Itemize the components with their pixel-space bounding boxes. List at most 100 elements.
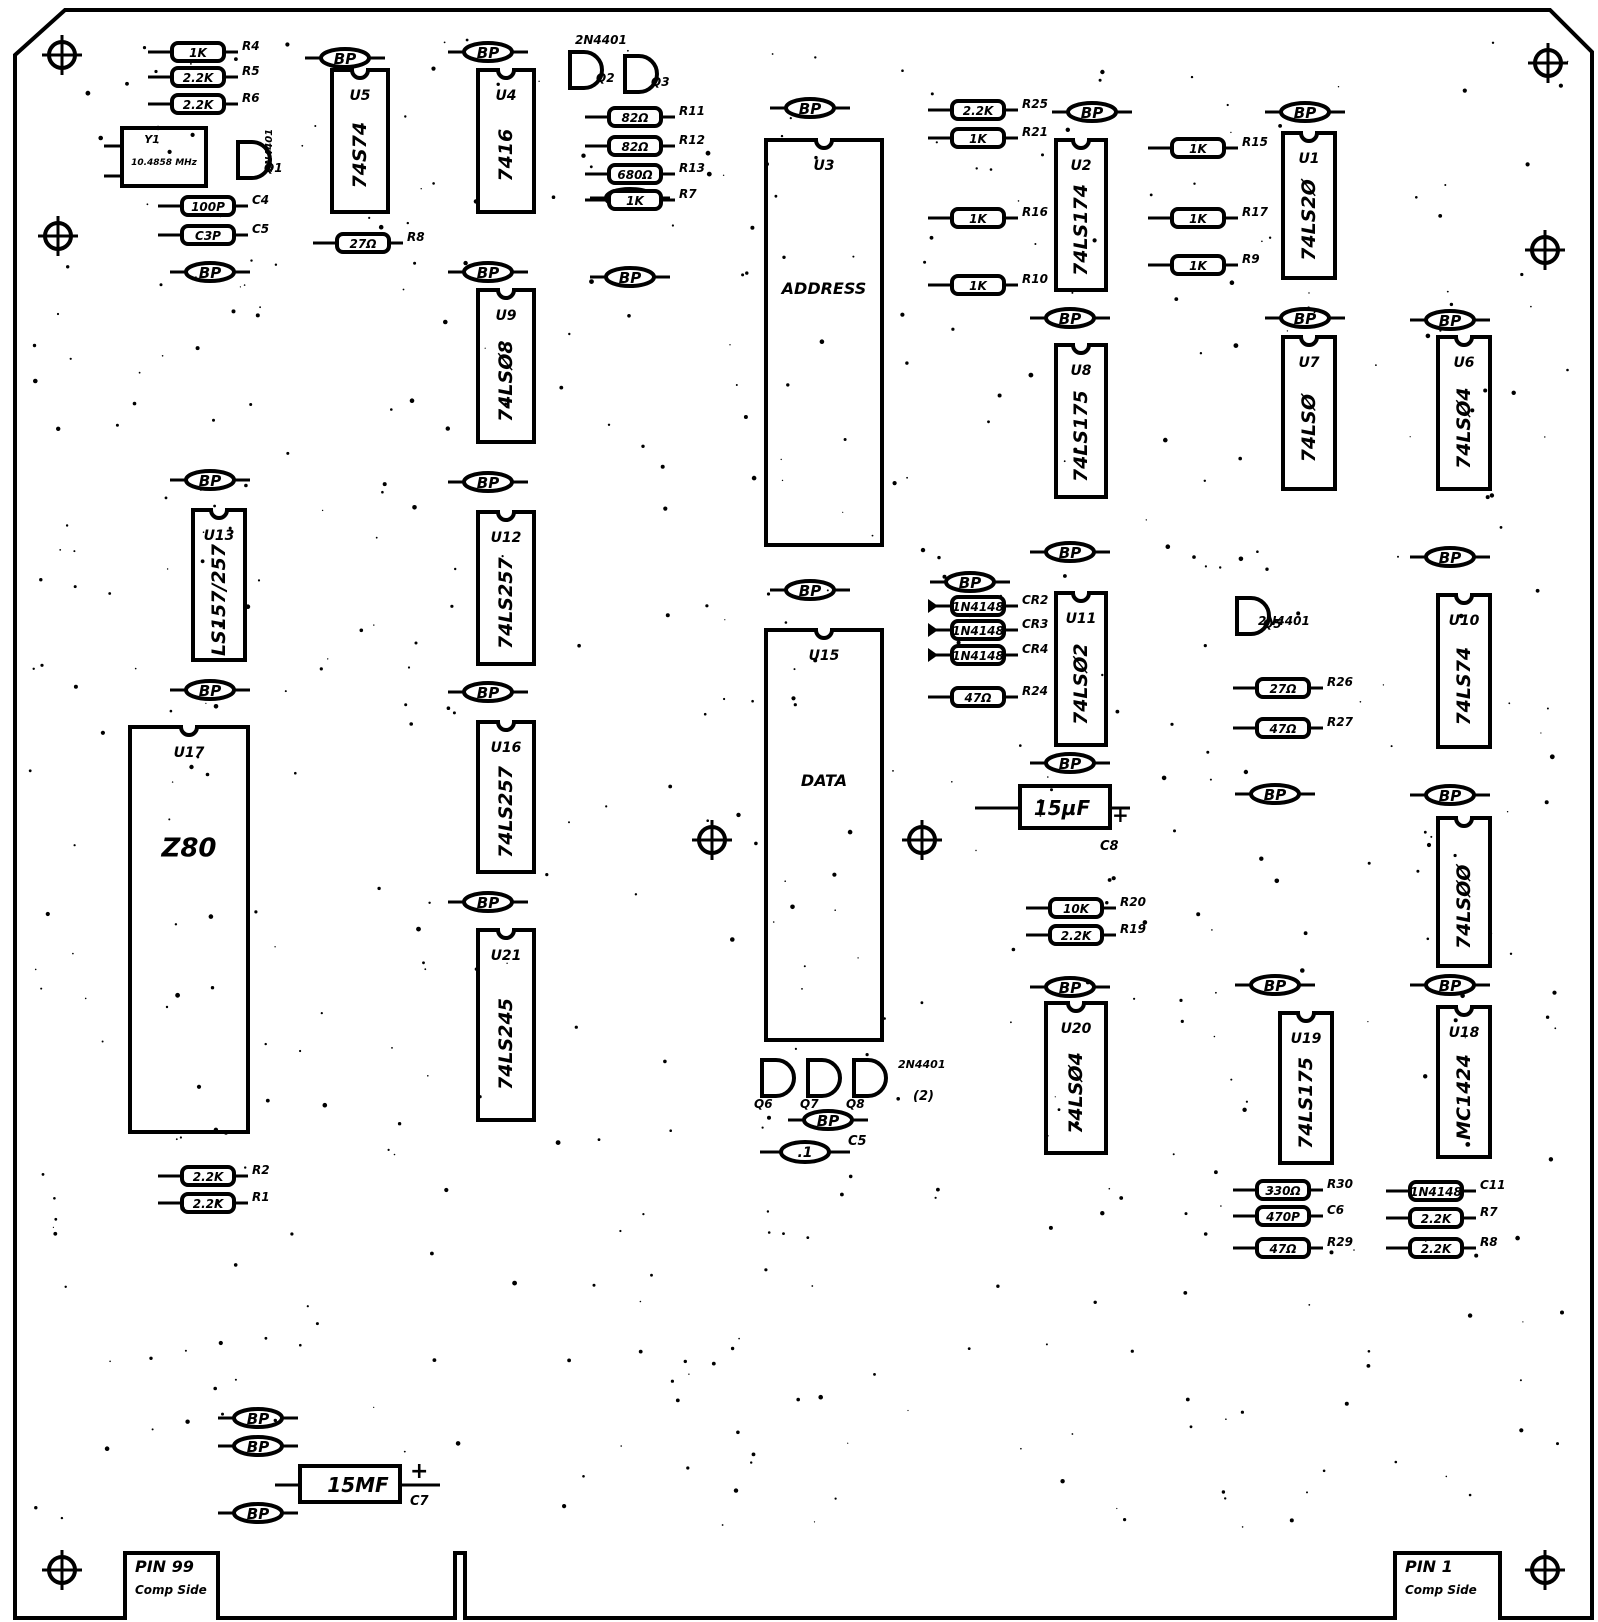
transistor-ref: Q5 bbox=[1263, 617, 1282, 631]
chip-ref-label: U5 bbox=[349, 88, 370, 104]
resistor-value: 470P bbox=[1265, 1210, 1300, 1224]
resistor-ref: C6 bbox=[1327, 1203, 1344, 1217]
resistor-ref: R16 bbox=[1022, 205, 1048, 219]
resistor-value: 1N4148 bbox=[952, 624, 1004, 638]
bypass-label: BP bbox=[959, 574, 981, 592]
resistor-value: 1K bbox=[189, 46, 208, 60]
chip-U10-outline bbox=[1436, 593, 1492, 749]
chip-U4-outline bbox=[476, 68, 536, 214]
resistor-ref: R9 bbox=[1242, 252, 1260, 266]
bypass-capacitor: BP bbox=[1265, 101, 1345, 123]
transistor-Q5 bbox=[1235, 596, 1271, 636]
resistor-ref: R19 bbox=[1120, 922, 1146, 936]
chip-u-outline bbox=[1436, 816, 1492, 968]
transistor-ref: Q1 bbox=[264, 161, 283, 175]
resistor-ref: R4 bbox=[242, 39, 260, 53]
bypass-label: BP bbox=[619, 269, 641, 287]
resistor-value: 82Ω bbox=[622, 111, 649, 125]
resistor-value: 47Ω bbox=[1269, 1242, 1297, 1256]
resistor-value: C3P bbox=[195, 229, 221, 243]
chip-part-label: 74LSØ bbox=[1298, 392, 1320, 462]
resistor-value: 1K bbox=[969, 212, 988, 226]
bypass-capacitor: BP bbox=[1235, 783, 1315, 805]
chip-U17-outline bbox=[128, 725, 250, 1134]
resistor-value: 2.2K bbox=[193, 1197, 225, 1211]
chip-part-label: 74LSØ4 bbox=[1065, 1052, 1087, 1134]
resistor-CR3: 1N4148 CR3 bbox=[928, 617, 1048, 641]
resistor-ref: R12 bbox=[679, 133, 705, 147]
resistor-value: 2.2K bbox=[1061, 929, 1093, 943]
resistor-value: 1K bbox=[1189, 212, 1208, 226]
bypass-label: BP bbox=[477, 684, 499, 702]
resistor-ref: CR4 bbox=[1022, 642, 1048, 656]
chip-U7-outline bbox=[1281, 335, 1337, 491]
capacitor-ref: C7 bbox=[410, 1494, 430, 1509]
bypass-capacitor: BP bbox=[1265, 307, 1345, 329]
mounting-hole bbox=[902, 820, 942, 860]
chip-part-label: 74LS175 bbox=[1295, 1057, 1317, 1149]
diode-symbol bbox=[928, 623, 938, 637]
chip-ref-label: U2 bbox=[1070, 158, 1091, 174]
chip-ref-label: U17 bbox=[174, 745, 205, 761]
diode-symbol bbox=[928, 599, 938, 613]
resistor-ref: CR3 bbox=[1022, 617, 1048, 631]
bypass-label: BP bbox=[477, 474, 499, 492]
bypass-capacitor: BP bbox=[1410, 974, 1490, 996]
bypass-capacitor: BP bbox=[170, 261, 250, 283]
chip-U5-outline bbox=[330, 68, 390, 214]
resistor-ref: C5 bbox=[252, 222, 269, 236]
mounting-hole bbox=[42, 35, 82, 75]
chip-part-label: ADDRESS bbox=[780, 279, 867, 298]
bypass-label: BP bbox=[1059, 755, 1081, 773]
resistor-value: 27Ω bbox=[1270, 682, 1297, 696]
mounting-hole bbox=[1525, 230, 1565, 270]
bypass-label: BP bbox=[199, 682, 221, 700]
resistor-ref: R11 bbox=[679, 104, 705, 118]
resistor-ref: R30 bbox=[1327, 1177, 1353, 1191]
bypass-capacitor: BP bbox=[1030, 752, 1110, 774]
transistor-ref: Q6 bbox=[754, 1097, 773, 1111]
capacitor-C5 bbox=[760, 1140, 850, 1164]
resistor-R16: 1K R16 bbox=[928, 205, 1048, 229]
bypass-label: BP bbox=[199, 472, 221, 490]
mounting-hole bbox=[38, 216, 78, 256]
chip-U2-outline bbox=[1054, 138, 1108, 292]
chip-U6-outline bbox=[1436, 335, 1492, 491]
resistor-value: 10K bbox=[1063, 902, 1091, 916]
bypass-capacitor: BP bbox=[170, 469, 250, 491]
bypass-label: BP bbox=[1439, 312, 1461, 330]
pin-sublabel: Comp Side bbox=[135, 1583, 207, 1597]
crystal-value: 10.4858 MHz bbox=[131, 158, 198, 168]
chip-ref-label: U10 bbox=[1449, 613, 1480, 629]
chip-part-label: 74LSØ2 bbox=[1070, 643, 1092, 725]
bypass-capacitor: BP bbox=[305, 47, 385, 69]
transistor-ref: Q8 bbox=[846, 1097, 865, 1111]
bypass-capacitor: BP bbox=[1410, 784, 1490, 806]
bypass-capacitor: BP bbox=[448, 261, 528, 283]
resistor-ref: R8 bbox=[407, 230, 425, 244]
chip-U11-outline bbox=[1054, 591, 1108, 747]
chip-part-label: Z80 bbox=[160, 834, 216, 864]
resistor-value: 1K bbox=[969, 132, 988, 146]
resistor-value: 2.2K bbox=[183, 98, 215, 112]
chip-part-label: 74LS257 bbox=[495, 765, 517, 858]
resistor-ref: R24 bbox=[1022, 684, 1048, 698]
chip-part-label: 74LS74 bbox=[1453, 647, 1475, 726]
chip-U20-outline bbox=[1044, 1001, 1108, 1155]
bypass-capacitor: BP bbox=[1410, 546, 1490, 568]
pin-label: PIN 1 bbox=[1405, 1557, 1453, 1576]
bypass-capacitor: BP bbox=[788, 1109, 868, 1131]
chip-ref-label: U9 bbox=[495, 308, 516, 324]
bypass-label: BP bbox=[799, 582, 821, 600]
